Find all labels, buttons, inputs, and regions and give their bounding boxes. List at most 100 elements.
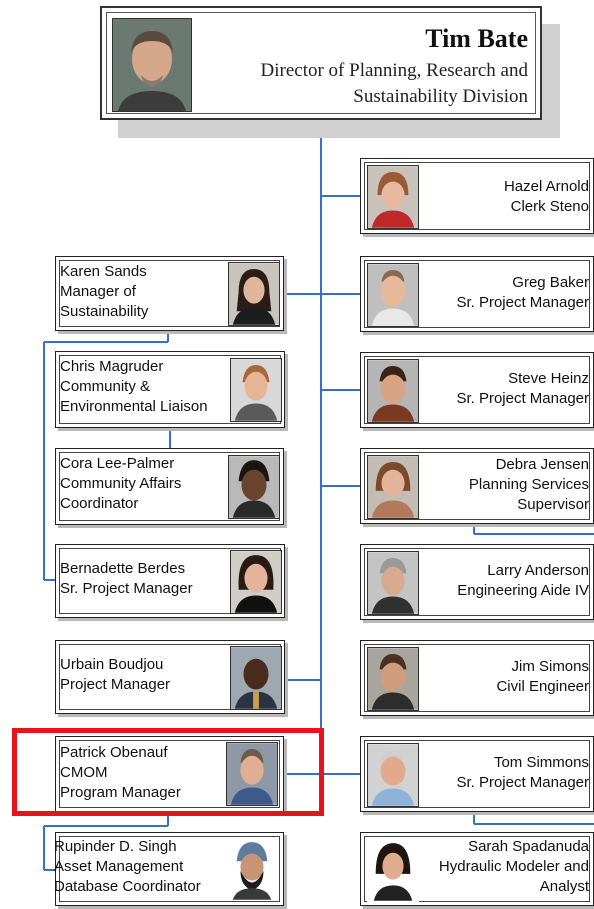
staff-photo [230, 550, 282, 614]
person-photo-icon [227, 743, 277, 805]
staff-photo [226, 837, 278, 901]
staff-text-line: Supervisor [517, 496, 589, 513]
staff-text-line: CMOM [60, 764, 108, 781]
staff-photo [367, 263, 419, 327]
staff-text-line: Clerk Steno [510, 198, 589, 215]
box-frame [364, 740, 590, 808]
staff-text-line: Karen Sands [60, 263, 147, 280]
staff-text-line: Chris Magruder [60, 358, 164, 375]
staff-text-line: Tom Simmons [493, 754, 589, 771]
staff-text-line: Program Manager [60, 784, 181, 801]
staff-text-line: Greg Baker [512, 274, 589, 291]
box-frame [364, 356, 590, 424]
box-frame [364, 452, 590, 520]
staff-photo [367, 359, 419, 423]
director-name: Tim Bate [425, 24, 528, 53]
box-frame [364, 836, 590, 902]
staff-text-line: Sr. Project Manager [456, 294, 589, 311]
staff-text-line: Community Affairs [60, 475, 182, 492]
person-photo-icon [113, 19, 191, 111]
staff-text-line: Sustainability [60, 303, 149, 320]
box-frame [59, 836, 280, 902]
staff-photo [228, 262, 280, 326]
staff-photo [367, 743, 419, 807]
staff-photo [230, 358, 282, 422]
director-box-frame [106, 12, 536, 114]
staff-text-line: Planning Services [468, 476, 589, 493]
staff-text-line: Sr. Project Manager [456, 390, 589, 407]
staff-text-line: Sarah Spadanuda [468, 838, 589, 855]
staff-text-line: Sr. Project Manager [456, 774, 589, 791]
staff-text-line: Engineering Aide IV [457, 582, 589, 599]
staff-photo [367, 165, 419, 229]
staff-text-line: Hazel Arnold [503, 178, 589, 195]
person-photo-icon [368, 552, 418, 614]
staff-text-line: Debra Jensen [495, 456, 589, 473]
person-photo-icon [368, 360, 418, 422]
person-photo-icon [368, 456, 418, 518]
highlight-box [12, 728, 324, 816]
staff-photo [367, 455, 419, 519]
staff-photo [367, 838, 419, 902]
staff-text-line: Hydraulic Modeler and [438, 858, 589, 875]
person-photo-icon [229, 456, 279, 518]
director-title-line: Director of Planning, Research and [260, 60, 529, 81]
staff-text-line: Asset Management [54, 858, 184, 875]
director-title-line: Sustainability Division [353, 86, 528, 107]
staff-text-line: Manager of [60, 283, 136, 300]
staff-text-line: Urbain Boudjou [60, 656, 164, 673]
staff-text-line: Project Manager [60, 676, 171, 693]
staff-text-line: Bernadette Berdes [60, 560, 186, 577]
staff-photo [228, 455, 280, 519]
staff-text-line: Environmental Liaison [60, 398, 208, 415]
box-frame [364, 644, 590, 712]
staff-text-line: Database Coordinator [54, 878, 201, 895]
staff-text-line: Civil Engineer [496, 678, 589, 695]
staff-text-line: Steve Heinz [508, 370, 589, 387]
person-photo-icon [231, 551, 281, 613]
staff-text-line: Patrick Obenauf [60, 744, 168, 761]
person-photo-icon [231, 647, 281, 709]
person-photo-icon [231, 359, 281, 421]
staff-text-line: Sr. Project Manager [60, 580, 193, 597]
person-photo-icon [368, 744, 418, 806]
staff-text-line: Rupinder D. Singh [54, 838, 177, 855]
staff-text-line: Larry Anderson [487, 562, 589, 579]
staff-photo [367, 551, 419, 615]
person-photo-icon [227, 838, 277, 900]
staff-photo [226, 742, 278, 806]
box-frame [364, 260, 590, 328]
director-photo [112, 18, 192, 112]
person-photo-icon [368, 839, 418, 901]
box-frame [59, 740, 280, 808]
staff-text-line: Community & [60, 378, 151, 395]
staff-photo [230, 646, 282, 710]
staff-text-line: Coordinator [60, 495, 139, 512]
staff-text-line: Jim Simons [511, 658, 589, 675]
person-photo-icon [368, 264, 418, 326]
director-title: Director of Planning, Research and Susta… [261, 58, 529, 110]
